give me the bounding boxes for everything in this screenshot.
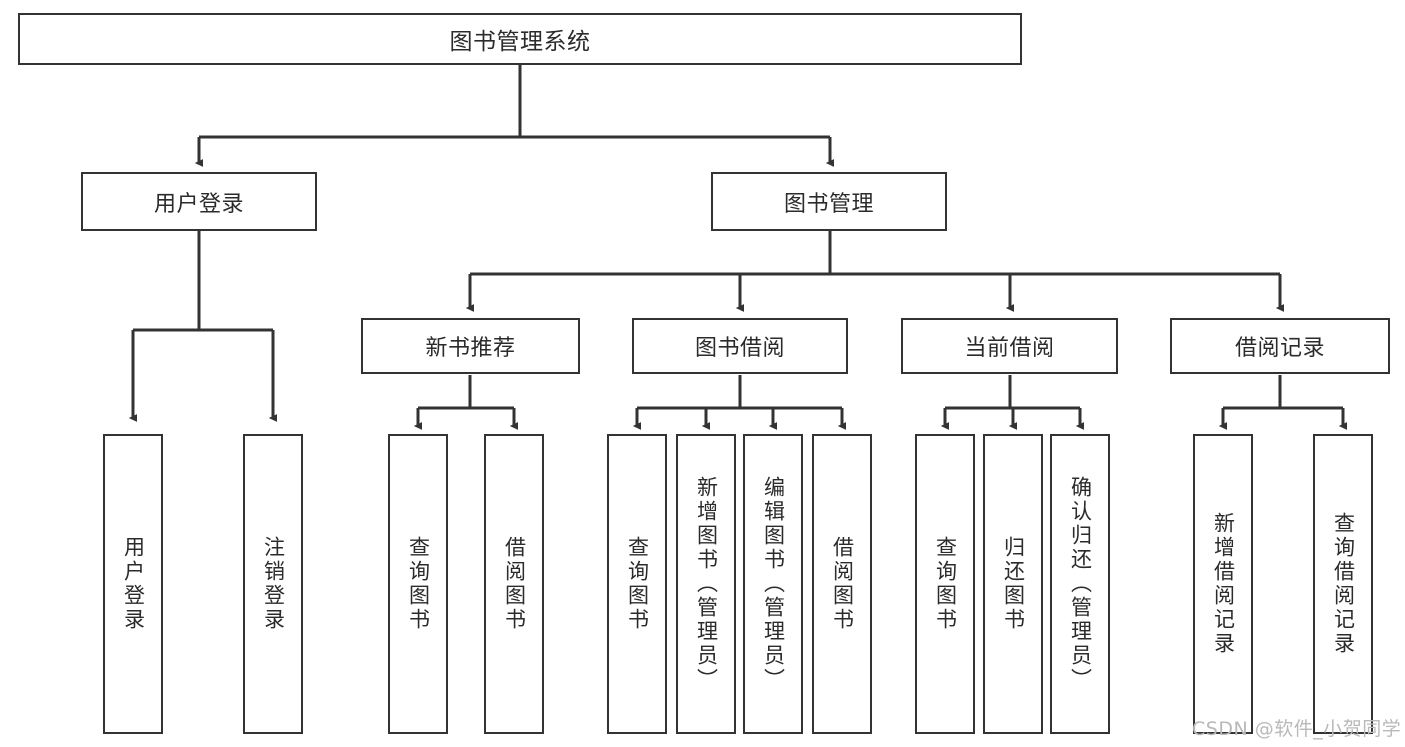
node-leaf-user-login[interactable]: 用户登录 bbox=[103, 434, 163, 734]
node-label: 借阅图书 bbox=[502, 536, 527, 632]
node-label: 查询借阅记录 bbox=[1331, 512, 1356, 656]
node-label: 当前借阅 bbox=[964, 336, 1055, 361]
node-leaf-return-book[interactable]: 归还图书 bbox=[983, 434, 1043, 734]
node-label: 新增图书（管理员） bbox=[694, 476, 719, 692]
node-leaf-add-borrow-record[interactable]: 新增借阅记录 bbox=[1193, 434, 1253, 734]
node-label: 用户登录 bbox=[121, 536, 146, 632]
node-label: 编辑图书（管理员） bbox=[761, 476, 786, 692]
node-label: 查询图书 bbox=[933, 536, 958, 632]
node-label: 查询图书 bbox=[625, 536, 650, 632]
node-leaf-query-book-borrow[interactable]: 查询图书 bbox=[607, 434, 667, 734]
node-label: 图书管理系统 bbox=[449, 29, 591, 55]
node-leaf-add-book-admin[interactable]: 新增图书（管理员） bbox=[676, 434, 736, 734]
node-label: 借阅记录 bbox=[1234, 336, 1325, 361]
csdn-watermark: CSDN @软件_小贺同学 bbox=[1192, 718, 1402, 740]
node-current-borrow[interactable]: 当前借阅 bbox=[901, 318, 1118, 374]
node-user-login[interactable]: 用户登录 bbox=[81, 172, 317, 231]
node-label: 用户登录 bbox=[153, 191, 244, 217]
node-label: 归还图书 bbox=[1001, 536, 1026, 632]
node-label: 借阅图书 bbox=[830, 536, 855, 632]
node-label: 新增借阅记录 bbox=[1211, 512, 1236, 656]
node-label: 查询图书 bbox=[406, 536, 431, 632]
node-root-book-management-system[interactable]: 图书管理系统 bbox=[18, 13, 1022, 65]
node-leaf-borrow-book-recommend[interactable]: 借阅图书 bbox=[484, 434, 544, 734]
node-leaf-query-book-current[interactable]: 查询图书 bbox=[915, 434, 975, 734]
node-label: 图书借阅 bbox=[694, 336, 785, 361]
node-leaf-query-book-recommend[interactable]: 查询图书 bbox=[388, 434, 448, 734]
node-label: 确认归还（管理员） bbox=[1068, 476, 1093, 692]
node-leaf-confirm-return-admin[interactable]: 确认归还（管理员） bbox=[1050, 434, 1110, 734]
node-leaf-query-borrow-record[interactable]: 查询借阅记录 bbox=[1313, 434, 1373, 734]
node-book-management[interactable]: 图书管理 bbox=[711, 172, 947, 231]
node-book-borrow[interactable]: 图书借阅 bbox=[632, 318, 848, 374]
node-leaf-logout[interactable]: 注销登录 bbox=[243, 434, 303, 734]
node-label: 图书管理 bbox=[783, 191, 874, 217]
node-label: 新书推荐 bbox=[425, 336, 516, 361]
node-leaf-borrow-book[interactable]: 借阅图书 bbox=[812, 434, 872, 734]
node-borrow-record[interactable]: 借阅记录 bbox=[1170, 318, 1390, 374]
node-label: 注销登录 bbox=[261, 536, 286, 632]
node-new-book-recommend[interactable]: 新书推荐 bbox=[361, 318, 580, 374]
node-leaf-edit-book-admin[interactable]: 编辑图书（管理员） bbox=[743, 434, 803, 734]
